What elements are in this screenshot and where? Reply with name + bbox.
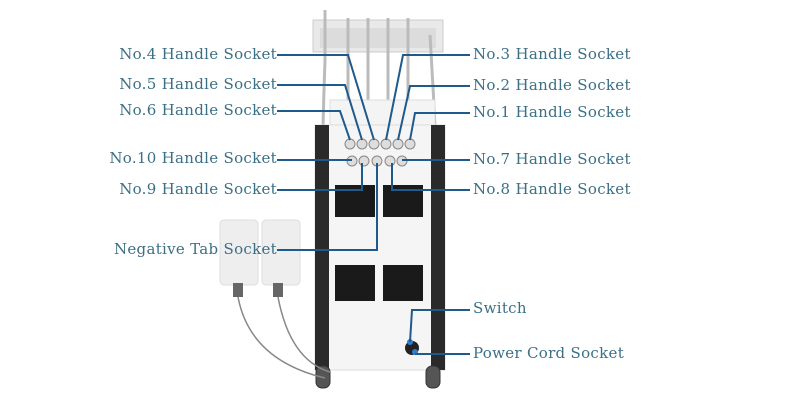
rack-shelf (320, 28, 436, 48)
fan-bottom-left (335, 265, 375, 301)
pad-connector-2 (273, 283, 283, 297)
label-no7-handle-socket: No.7 Handle Socket (473, 150, 631, 168)
label-no8-handle-socket: No.8 Handle Socket (473, 180, 631, 198)
label-no4-handle-socket: No.4 Handle Socket (119, 45, 277, 63)
right-side-panel (431, 125, 445, 370)
label-switch: Switch (473, 299, 527, 317)
label-negative-tab-socket: Negative Tab Socket (113, 240, 277, 258)
label-power-cord-socket: Power Cord Socket (473, 344, 625, 362)
label-no1-handle-socket: No.1 Handle Socket (473, 103, 631, 121)
pad-connector-1 (233, 283, 243, 297)
label-no5-handle-socket: No.5 Handle Socket (119, 75, 277, 93)
label-no2-handle-socket: No.2 Handle Socket (473, 76, 631, 94)
label-no10-handle-socket: No.10 Handle Socket (109, 149, 277, 167)
label-no3-handle-socket: No.3 Handle Socket (473, 45, 631, 63)
left-side-panel (315, 125, 329, 370)
label-no6-handle-socket: No.6 Handle Socket (119, 101, 277, 119)
leader-lines (277, 54, 470, 355)
machine-body (314, 124, 446, 371)
label-no9-handle-socket: No.9 Handle Socket (119, 180, 277, 198)
pad-cables (237, 296, 331, 379)
fan-bottom-right (383, 265, 423, 301)
